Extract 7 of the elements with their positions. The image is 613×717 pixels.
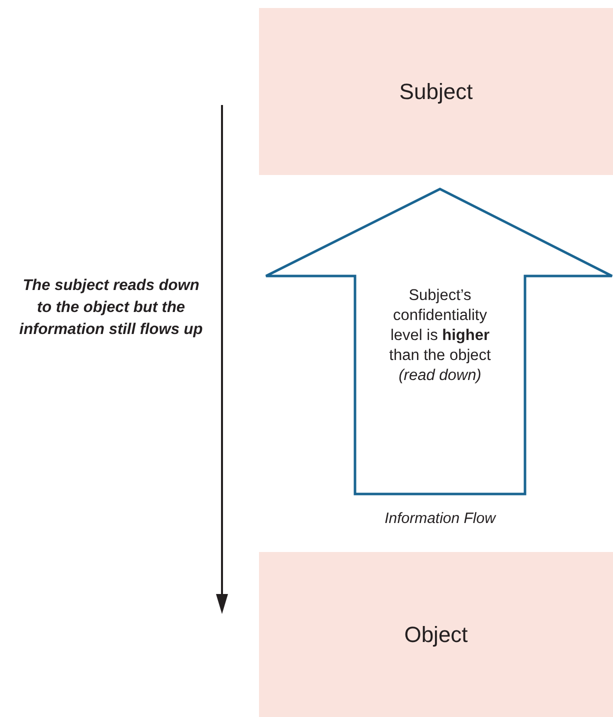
node-label: Information Flow	[384, 510, 498, 527]
subject-box	[259, 8, 613, 175]
side-note: The subject reads down to the object but the information still flows up	[18, 276, 204, 340]
node-label: Object	[404, 622, 468, 648]
arrow-text: Subject’s confidentiality level is higher than the object (read down)	[388, 286, 492, 386]
object-box	[259, 552, 613, 717]
node-label: Subject	[399, 78, 473, 104]
